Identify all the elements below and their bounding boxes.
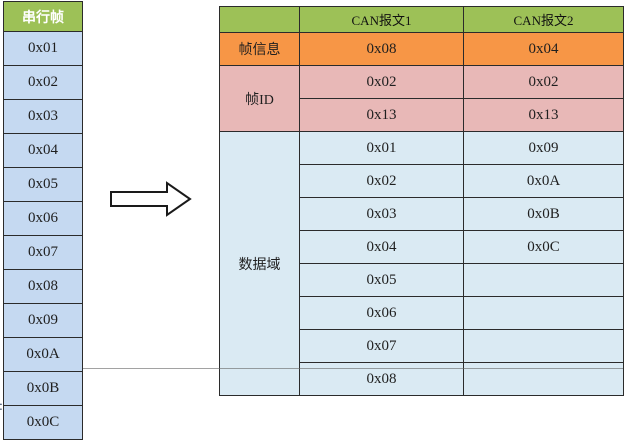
serial-byte-cell: 0x0C [3,405,83,440]
frame-id-cell: 0x13 [463,98,624,132]
frame-info-can2: 0x04 [463,32,624,66]
serial-byte-cell: 0x0B [3,371,83,406]
can1-column-header: CAN报文1 [299,6,464,33]
serial-byte-cell: 0x07 [3,235,83,270]
data-cell [463,296,624,330]
frame-info-label: 帧信息 [219,32,300,66]
data-cell: 0x03 [299,197,464,231]
data-cell: 0x01 [299,131,464,165]
frame-id-cell: 0x13 [299,98,464,132]
serial-byte-cell: 0x0A [3,337,83,372]
serial-byte-cell: 0x03 [3,99,83,134]
serial-byte-cell: 0x05 [3,167,83,202]
data-cell: 0x08 [299,362,464,396]
data-cell [463,329,624,363]
data-cell [463,263,624,297]
serial-byte-cell: 0x09 [3,303,83,338]
data-cell: 0x05 [299,263,464,297]
can2-column-header: CAN报文2 [463,6,624,33]
data-cell: 0x0A [463,164,624,198]
can-message-table: CAN报文1 CAN报文2 帧信息 0x08 0x04 帧ID 0x02 0x0… [219,6,624,396]
data-cell: 0x02 [299,164,464,198]
serial-frame-table: 串行帧 0x01 0x02 0x03 0x04 0x05 0x06 0x07 0… [3,1,83,440]
frame-id-label: 帧ID [219,65,300,132]
frame-id-cell: 0x02 [299,65,464,99]
serial-byte-cell: 0x06 [3,201,83,236]
data-field-label: 数据域 [219,131,300,396]
data-cell: 0x09 [463,131,624,165]
serial-byte-cell: 0x08 [3,269,83,304]
clipped-text-artifact: : [0,399,3,415]
frame-info-can1: 0x08 [299,32,464,66]
serial-frame-header: 串行帧 [3,1,83,32]
serial-byte-cell: 0x01 [3,31,83,66]
data-cell [463,362,624,396]
data-cell: 0x0C [463,230,624,264]
data-cell: 0x07 [299,329,464,363]
serial-byte-cell: 0x04 [3,133,83,168]
corner-cell [219,6,300,33]
right-arrow-icon [110,181,192,217]
serial-byte-cell: 0x02 [3,65,83,100]
data-cell: 0x0B [463,197,624,231]
frame-id-cell: 0x02 [463,65,624,99]
data-cell: 0x04 [299,230,464,264]
data-cell: 0x06 [299,296,464,330]
